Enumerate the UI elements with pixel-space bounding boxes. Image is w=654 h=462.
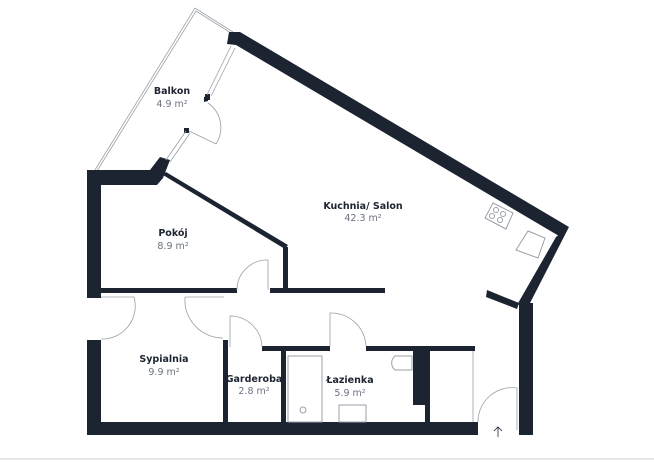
room-area: 2.8 m² [238, 386, 269, 397]
room-lazienka: Łazienka 5.9 m² [325, 375, 373, 399]
room-name: Sypialnia [139, 354, 188, 365]
room-kuchnia-salon: Kuchnia/ Salon 42.3 m² [323, 201, 403, 224]
room-area: 5.9 m² [334, 388, 365, 399]
toilet-icon [391, 355, 413, 371]
walls [87, 32, 569, 435]
room-name: Garderoba [226, 374, 283, 385]
room-sypialnia: Sypialnia 9.9 m² [139, 354, 188, 378]
room-area: 9.9 m² [148, 367, 179, 378]
room-balkon: Balkon 4.9 m² [154, 86, 190, 110]
room-area: 42.3 m² [344, 213, 381, 224]
doors-windows [100, 45, 518, 430]
room-name: Pokój [158, 228, 187, 239]
room-area: 8.9 m² [157, 241, 188, 252]
room-garderoba: Garderoba 2.8 m² [226, 374, 283, 397]
room-name: Łazienka [325, 375, 373, 386]
room-name: Balkon [154, 86, 190, 97]
room-area: 4.9 m² [156, 99, 187, 110]
sink-icon [515, 230, 546, 259]
cooktop-icon [484, 202, 514, 230]
arrow-up-icon [493, 426, 503, 437]
room-pokoj: Pokój 8.9 m² [157, 228, 188, 252]
bathroom-sink-icon [338, 404, 367, 423]
room-name: Kuchnia/ Salon [323, 201, 403, 212]
balcony-railing [94, 7, 234, 172]
shower-icon [287, 355, 323, 423]
fixtures [287, 202, 546, 423]
